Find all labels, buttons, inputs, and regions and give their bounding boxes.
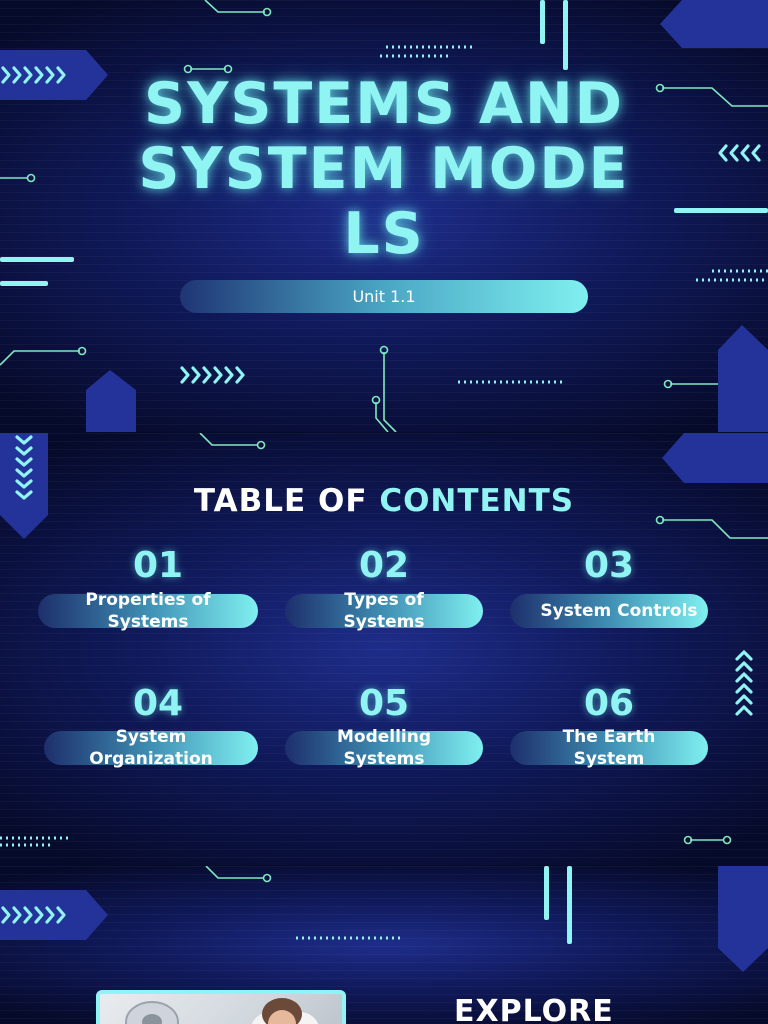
toc-number-01: 01: [132, 545, 184, 586]
unit-subtitle-pill: Unit 1.1: [180, 280, 588, 313]
toc-item-label: System Controls: [540, 601, 698, 621]
explore-heading: EXPLORE: [454, 994, 614, 1024]
toc-heading-part1: TABLE OF: [193, 483, 368, 519]
toc-number-05: 05: [358, 683, 410, 724]
toc-number-04: 04: [132, 683, 184, 724]
toc-item-system-controls[interactable]: System Controls: [510, 594, 708, 628]
explore-slide: EXPLORE: [0, 866, 768, 1024]
circuit-decoration: [0, 0, 768, 432]
toc-number-03: 03: [583, 545, 635, 586]
toc-heading-part2: CONTENTS: [379, 483, 575, 519]
toc-number-06: 06: [583, 683, 635, 724]
lab-photo: [96, 990, 346, 1024]
cover-slide: SYSTEMS AND SYSTEM MODE LS Unit 1.1: [0, 0, 768, 432]
lab-photo-illustration: [125, 998, 319, 1024]
cover-title-line-3: LS: [343, 201, 425, 267]
toc-heading: TABLE OF CONTENTS: [0, 483, 768, 519]
cover-title-line-1: SYSTEMS AND: [144, 71, 624, 137]
cover-title-line-2: SYSTEM MODE: [138, 136, 630, 202]
circuit-decoration: [0, 433, 768, 847]
circuit-decoration: [0, 866, 768, 972]
toc-number-02: 02: [358, 545, 410, 586]
cover-title: SYSTEMS AND SYSTEM MODE LS: [84, 72, 684, 267]
